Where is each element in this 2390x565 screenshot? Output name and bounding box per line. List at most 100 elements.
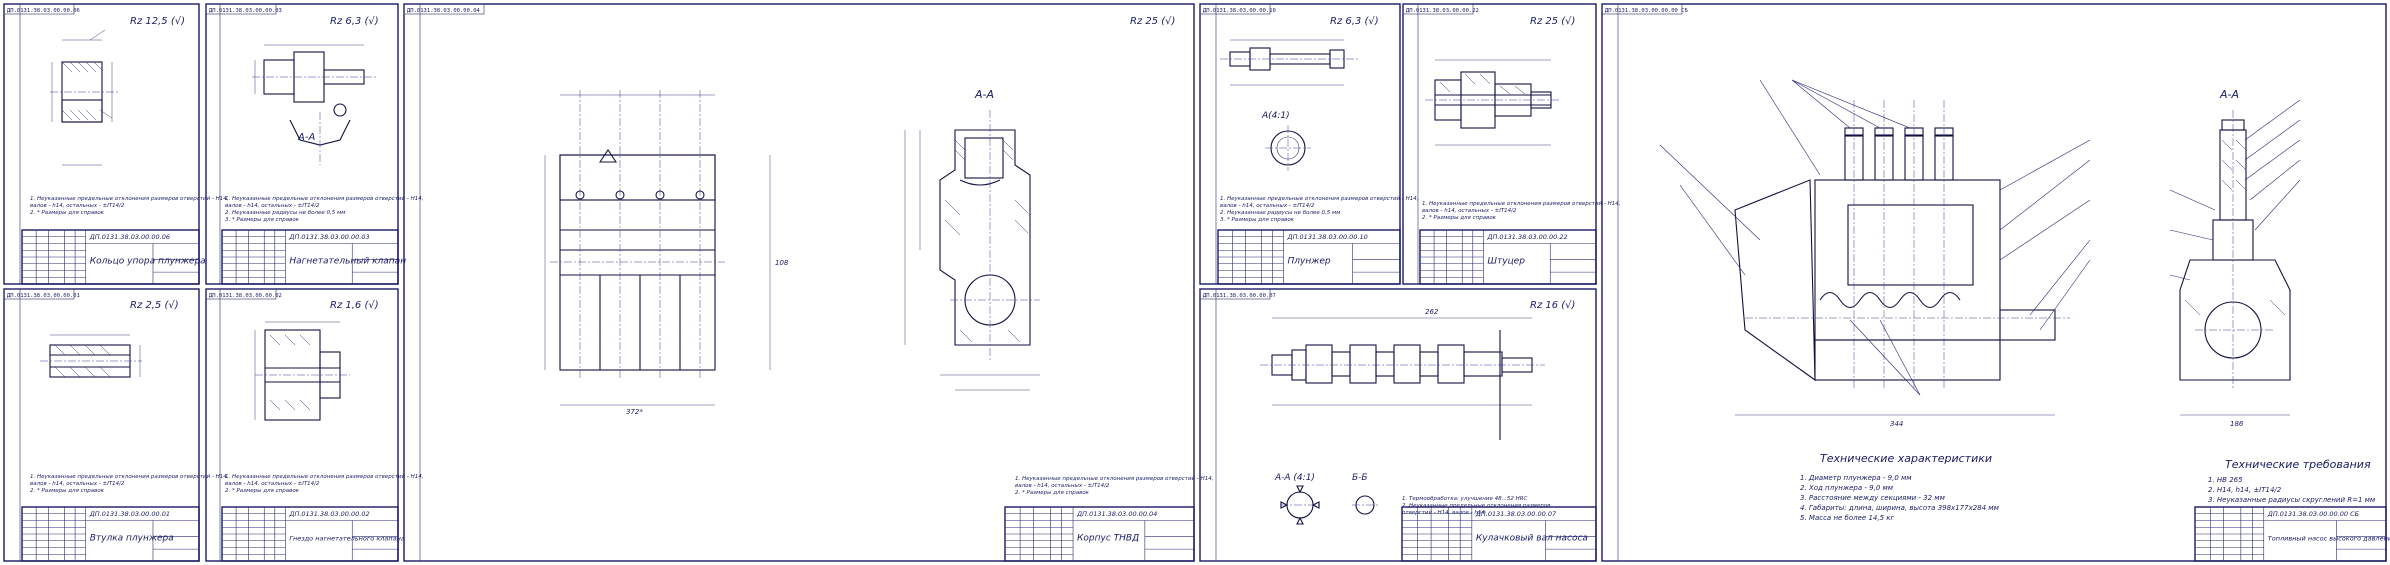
fitting-drawing — [1425, 59, 1560, 146]
svg-text:1. Неуказанные предельные откл: 1. Неуказанные предельные отклонения раз… — [225, 196, 424, 202]
svg-text:2. Неуказанные радиусы не боле: 2. Неуказанные радиусы не более 0,5 мм — [1220, 210, 1340, 216]
seat-notes: 1. Неуказанные предельные отклонения раз… — [225, 474, 424, 494]
housing-section-label: А-А — [974, 88, 994, 101]
svg-text:1. Диаметр плунжера - 9,0 мм: 1. Диаметр плунжера - 9,0 мм — [1800, 474, 1912, 482]
title-block-name: Гнездо нагнетательного клапана — [289, 534, 405, 542]
ring-drawing — [50, 29, 118, 166]
bushing-notes: 1. Неуказанные предельные отклонения раз… — [30, 474, 229, 494]
sheet-code-8: ДП.0131.38.03.00.00.07 — [1203, 293, 1276, 299]
title-block-name: Корпус ТНВД — [1077, 533, 1139, 543]
bushing-drawing — [40, 334, 142, 378]
sheet-code-2: ДП.0131.38.03.00.00.03 — [209, 8, 282, 14]
assembly-width-dim: 186 — [2230, 420, 2244, 428]
title-block-code: ДП.0131.38.03.00.00.02 — [288, 510, 369, 518]
sheet-code-9: ДП.0131.38.03.00.00.00 СБ — [1605, 8, 1688, 14]
svg-text:валов - h14, остальных - ±IT14: валов - h14, остальных - ±IT14/2 — [1422, 208, 1517, 214]
assembly-section-label: А-А — [2219, 88, 2239, 101]
title-block-code: ДП.0131.38.03.00.00.01 — [89, 510, 170, 518]
title-block-name: Кулачковый вал насоса — [1476, 533, 1588, 543]
svg-text:1. Неуказанные предельные откл: 1. Неуказанные предельные отклонения раз… — [30, 474, 229, 480]
svg-text:2. Н14, h14, ±IT14/2: 2. Н14, h14, ±IT14/2 — [2208, 486, 2282, 494]
svg-text:валов - h14, остальных - ±IT14: валов - h14, остальных - ±IT14/2 — [30, 481, 125, 487]
plunger-drawing — [1220, 39, 1360, 171]
roughness-marks: Rz 12,5 (√) Rz 6,3 (√) Rz 2,5 (√) Rz 1,6… — [130, 16, 1575, 311]
svg-text:2. * Размеры для справок: 2. * Размеры для справок — [30, 488, 105, 494]
title-block-code: ДП.0131.38.03.00.00.22 — [1486, 233, 1567, 241]
sheet-code-5: ДП.0131.38.03.00.00.04 — [407, 8, 481, 14]
svg-text:1. Неуказанные предельные откл: 1. Неуказанные предельные отклонения раз… — [1220, 196, 1419, 202]
title-block-code: ДП.0131.38.03.00.00.10 — [1287, 233, 1368, 241]
assembly-side-view — [2169, 99, 2301, 416]
seat-drawing — [254, 321, 350, 421]
camshaft-length-dim: 262 — [1425, 308, 1439, 316]
tech-req-heading: Технические требования — [2225, 458, 2371, 471]
camshaft-notes: 1. Термообработка: улучшение 48...52 HRC… — [1402, 496, 1550, 516]
title-block-name: Нагнетательный клапан — [289, 256, 406, 266]
sheet-code-3: ДП.0131.38.03.00.00.01 — [7, 293, 80, 299]
roughness-7: Rz 25 (√) — [1530, 16, 1575, 27]
plunger-section-label: А(4:1) — [1261, 111, 1290, 121]
svg-text:валов - h14, остальных - ±IT14: валов - h14, остальных - ±IT14/2 — [30, 203, 125, 209]
svg-text:2. * Размеры для справок: 2. * Размеры для справок — [1015, 490, 1090, 496]
title-block-name: Втулка плунжера — [90, 533, 174, 543]
roughness-2: Rz 6,3 (√) — [330, 16, 379, 27]
svg-text:валов - h14, остальных - ±IT14: валов - h14, остальных - ±IT14/2 — [225, 203, 320, 209]
roughness-1: Rz 12,5 (√) — [130, 16, 185, 27]
roughness-8: Rz 16 (√) — [1530, 300, 1575, 311]
title-block-name: Штуцер — [1487, 256, 1525, 266]
svg-text:1. Неуказанные предельные откл: 1. Неуказанные предельные отклонения раз… — [225, 474, 424, 480]
svg-text:1. Неуказанные предельные откл: 1. Неуказанные предельные отклонения раз… — [30, 196, 229, 202]
tech-requirements: Технические требования 1. НВ 265 2. Н14,… — [2208, 458, 2376, 504]
svg-text:3. * Размеры для справок: 3. * Размеры для справок — [225, 217, 300, 223]
valve-drawing: А-А — [252, 44, 376, 165]
svg-text:2. * Размеры для справок: 2. * Размеры для справок — [30, 210, 105, 216]
plunger-notes: 1. Неуказанные предельные отклонения раз… — [1220, 196, 1419, 223]
svg-text:2. Неуказанные радиусы не боле: 2. Неуказанные радиусы не более 0,5 мм — [225, 210, 345, 216]
housing-length-dim: 372* — [626, 408, 643, 416]
housing-height-dim: 108 — [775, 259, 789, 267]
camshaft-section-b: Б-Б — [1352, 473, 1368, 483]
tech-specs: Технические характеристики 1. Диаметр пл… — [1800, 452, 2000, 522]
svg-text:1. Неуказанные предельные откл: 1. Неуказанные предельные отклонения раз… — [1015, 476, 1214, 482]
svg-text:2. Неуказанные предельные откл: 2. Неуказанные предельные отклонения раз… — [1402, 503, 1550, 509]
assembly-length-dim: 344 — [1890, 420, 1903, 428]
camshaft-section-a: А-А (4:1) — [1274, 473, 1315, 483]
sheet-code-1: ДП.0131.38.03.00.00.06 — [7, 8, 80, 14]
camshaft-drawing — [1260, 317, 1545, 525]
title-block-code: ДП.0131.38.03.00.00.00 СБ — [2267, 510, 2360, 518]
roughness-3: Rz 2,5 (√) — [130, 300, 179, 311]
tech-specs-heading: Технические характеристики — [1820, 452, 1992, 465]
svg-text:4. Габариты: длина, ширина, вы: 4. Габариты: длина, ширина, высота 398х1… — [1800, 504, 2000, 512]
fitting-notes: 1. Неуказанные предельные отклонения раз… — [1422, 201, 1621, 221]
svg-text:2. * Размеры для справок: 2. * Размеры для справок — [225, 488, 300, 494]
title-block-code: ДП.0131.38.03.00.00.04 — [1076, 510, 1157, 518]
svg-text:2. Ход плунжера - 9,0 мм: 2. Ход плунжера - 9,0 мм — [1800, 484, 1894, 492]
svg-text:1. Неуказанные предельные откл: 1. Неуказанные предельные отклонения раз… — [1422, 201, 1621, 207]
svg-text:А-А: А-А — [297, 132, 315, 143]
svg-text:1. НВ 265: 1. НВ 265 — [2208, 476, 2243, 484]
housing-front-view — [544, 90, 771, 406]
roughness-6: Rz 6,3 (√) — [1330, 16, 1379, 27]
svg-text:3. * Размеры для справок: 3. * Размеры для справок — [1220, 217, 1295, 223]
svg-text:1. Термообработка: улучшение 4: 1. Термообработка: улучшение 48...52 HRC — [1402, 496, 1528, 502]
assembly-main-view — [1659, 79, 2091, 416]
svg-text:валов - h14, остальных - ±IT14: валов - h14, остальных - ±IT14/2 — [1220, 203, 1315, 209]
svg-text:5. Масса не более 14,5 кг: 5. Масса не более 14,5 кг — [1800, 514, 1895, 522]
svg-text:отверстий - Н14, валов - h14: отверстий - Н14, валов - h14 — [1402, 510, 1485, 516]
svg-text:3. Расстояние между секциями -: 3. Расстояние между секциями - 32 мм — [1800, 494, 1946, 502]
roughness-4: Rz 1,6 (√) — [330, 300, 379, 311]
sheet-code-4: ДП.0131.38.03.00.00.02 — [209, 293, 282, 299]
ring-notes: 1. Неуказанные предельные отклонения раз… — [30, 196, 229, 216]
title-block-name: Топливный насос высокого давления 4УТНМ — [2268, 534, 2390, 542]
svg-text:2. * Размеры для справок: 2. * Размеры для справок — [1422, 215, 1497, 221]
title-block-code: ДП.0131.38.03.00.00.07 — [1475, 510, 1557, 518]
title-block-code: ДП.0131.38.03.00.00.06 — [89, 233, 170, 241]
sheet-code-7: ДП.0131.38.03.00.00.22 — [1406, 8, 1479, 14]
title-block-code: ДП.0131.38.03.00.00.03 — [288, 233, 369, 241]
title-block-name: Кольцо упора плунжера — [90, 256, 206, 266]
housing-section-view — [904, 110, 1040, 391]
valve-notes: 1. Неуказанные предельные отклонения раз… — [225, 196, 424, 223]
sheet-codes-top: ДП.0131.38.03.00.00.06 ДП.0131.38.03.00.… — [7, 8, 1688, 299]
